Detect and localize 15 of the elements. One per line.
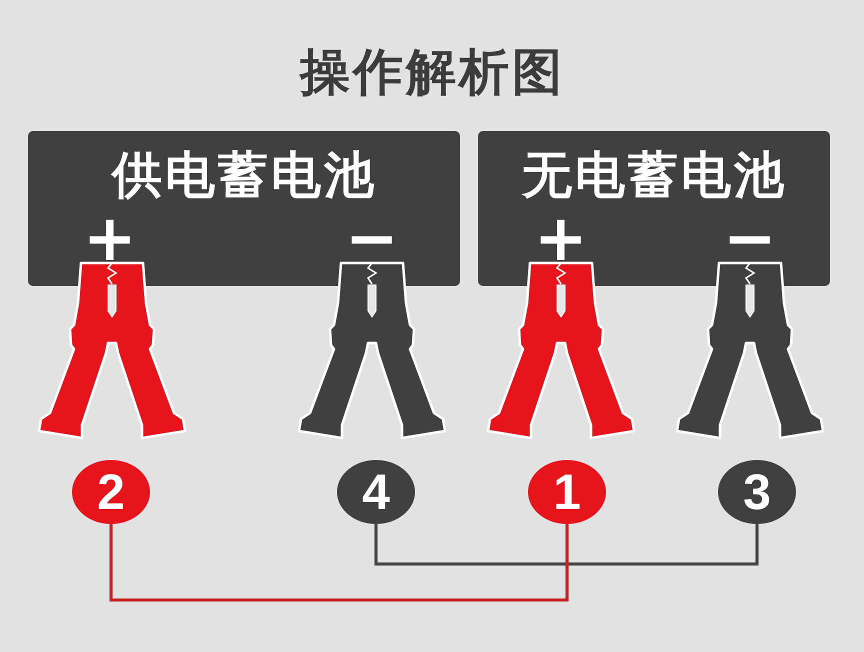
terminal-sign: − xyxy=(345,215,399,263)
step-number: 1 xyxy=(528,460,606,524)
battery-label: 供电蓄电池 xyxy=(112,147,377,203)
terminal-sign: − xyxy=(723,215,777,263)
terminal-sign: + xyxy=(534,215,588,263)
step-number: 2 xyxy=(72,460,150,524)
step-number: 4 xyxy=(337,460,415,524)
battery-label: 无电蓄电池 xyxy=(522,147,787,203)
cable-line xyxy=(110,524,568,602)
step-number: 3 xyxy=(718,460,796,524)
battery-panel xyxy=(478,131,830,286)
terminal-sign: + xyxy=(83,215,137,263)
diagram-title: 操作解析图 xyxy=(300,44,565,100)
cable-line xyxy=(374,524,758,566)
battery-panel xyxy=(28,131,460,286)
